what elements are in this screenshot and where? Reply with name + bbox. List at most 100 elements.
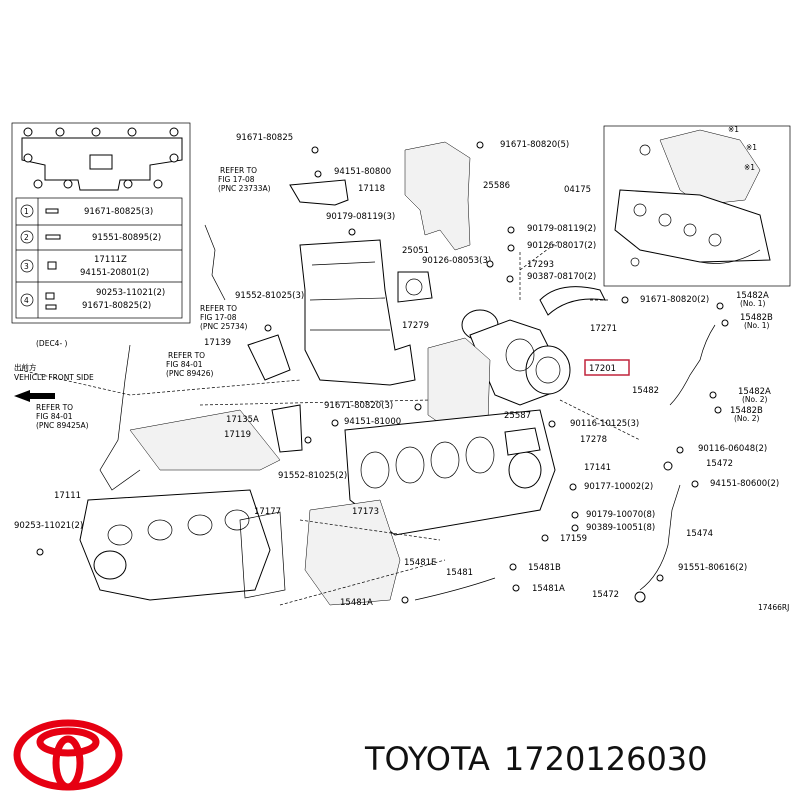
engine-block-17173	[304, 499, 401, 606]
label-17135A: 17135A	[226, 415, 259, 425]
label-15482B-2: 15482B	[730, 406, 763, 416]
inset-left: 1 2 3 4 91671-80825(3) 91551-80895(2) 17…	[11, 122, 191, 324]
inset-num-3: 3	[24, 262, 29, 271]
part-number: 1720126030	[503, 740, 708, 778]
label-90116-06048-2: 90116-06048(2)	[698, 444, 767, 454]
label-dec4: (DEC4- )	[36, 339, 68, 348]
label-star1-a: ※1	[728, 125, 739, 134]
sensor-wire-left	[99, 344, 141, 491]
label-15472: 15472	[706, 459, 733, 469]
label-15481A: 15481A	[532, 584, 565, 594]
label-17271: 17271	[590, 324, 617, 334]
exhaust-manifold-17141	[344, 409, 556, 536]
label-17201: 17201	[589, 364, 616, 374]
label-17118: 17118	[358, 184, 385, 194]
label-90389-10051-8: 90389-10051(8)	[586, 523, 655, 533]
label-17111: 17111	[54, 491, 81, 501]
label-star1-b: ※1	[746, 143, 757, 152]
brand-part-number: TOYOTA 1720126030	[365, 740, 722, 778]
highlight-box-17201	[584, 359, 630, 376]
label-15482A-1: 15482A	[736, 291, 769, 301]
labels: 91671-80825 91671-80820(5) 94151-80800 1…	[14, 133, 789, 612]
label-25587: 25587	[504, 411, 531, 421]
inset-part-3: 94151-20801(2)	[80, 268, 149, 278]
label-90387-08170-2: 90387-08170(2)	[527, 272, 596, 282]
label-refer-1708c: (PNC 23733A)	[218, 184, 271, 193]
label-15472-b: 15472	[592, 590, 619, 600]
oil-pipe-15481	[414, 577, 496, 601]
label-star1-c: ※1	[744, 163, 755, 172]
oil-pipe-15474	[639, 484, 681, 591]
gasket-17278	[504, 427, 541, 456]
label-refer-8401-2c: (PNC 89425A)	[36, 421, 89, 430]
brand-name: TOYOTA	[365, 740, 490, 778]
label-front-en: VEHICLE FRONT SIDE	[14, 373, 94, 382]
catalytic-converter-25051	[299, 239, 416, 386]
label-refer-1708b: FIG 17-08	[218, 175, 255, 184]
label-15482: 15482	[632, 386, 659, 396]
oil-pipe-15482	[669, 324, 716, 406]
label-refer-1708-2b: FIG 17-08	[200, 313, 237, 322]
fasteners	[36, 141, 729, 604]
label-90126-08017-2: 90126-08017(2)	[527, 241, 596, 251]
toyota-logo-icon	[13, 719, 123, 791]
label-refer-8401-2b: FIG 84-01	[36, 412, 73, 421]
label-91551-80616-2: 91551-80616(2)	[678, 563, 747, 573]
label-91671-80825: 91671-80825	[236, 133, 293, 143]
inset-num-1: 1	[24, 207, 29, 216]
gasket-17177	[239, 511, 286, 599]
label-25586: 25586	[483, 181, 510, 191]
label-91671-80820-3: 91671-80820(3)	[324, 401, 393, 411]
label-91671-80820-2: 91671-80820(2)	[640, 295, 709, 305]
label-17173: 17173	[352, 507, 379, 517]
label-15481: 15481	[446, 568, 473, 578]
label-17279: 17279	[402, 321, 429, 331]
insulator-17135A	[129, 409, 281, 471]
label-90179-08119-3: 90179-08119(3)	[326, 212, 395, 222]
inset-part-1: 91671-80825(3)	[84, 207, 153, 217]
label-91552-81025-2: 91552-81025(2)	[278, 471, 347, 481]
label-15482A-2n: (No. 2)	[742, 395, 768, 404]
inset-part-2: 91551-80895(2)	[92, 233, 161, 243]
label-refer-8401-2: REFER TO	[36, 403, 73, 412]
label-15474: 15474	[686, 529, 713, 539]
label-17139: 17139	[204, 338, 231, 348]
label-fig-code: 17466RJ	[758, 603, 789, 612]
label-25051: 25051	[402, 246, 429, 256]
label-refer-1708-2c: (PNC 25734)	[200, 322, 248, 331]
bracket-17119	[271, 404, 303, 453]
label-refer-8401b: FIG 84-01	[166, 360, 203, 369]
label-15482A-2: 15482A	[738, 387, 771, 397]
label-91671-80820-5: 91671-80820(5)	[500, 140, 569, 150]
label-refer-1708-2: REFER TO	[200, 304, 237, 313]
label-15482B-1: 15482B	[740, 313, 773, 323]
label-refer-1708: REFER TO	[220, 166, 257, 175]
label-15482A-1n: (No. 1)	[740, 299, 766, 308]
label-17293: 17293	[527, 260, 554, 270]
heat-insulator-25586	[404, 141, 471, 251]
label-17278: 17278	[580, 435, 607, 445]
inset-num-2: 2	[24, 233, 29, 242]
label-17159: 17159	[560, 534, 587, 544]
label-04175: 04175	[564, 185, 591, 195]
label-94151-80600-2: 94151-80600(2)	[710, 479, 779, 489]
label-front-jp: 出前方	[14, 362, 37, 372]
label-90177-10002-2: 90177-10002(2)	[584, 482, 653, 492]
label-15482B-2n: (No. 2)	[734, 414, 760, 423]
parts-diagram: 1 2 3 4 91671-80825(3) 91551-80895(2) 17…	[11, 122, 791, 612]
label-90179-08119-2: 90179-08119(2)	[527, 224, 596, 234]
label-15481B: 15481B	[528, 563, 561, 573]
bracket-17118	[289, 179, 349, 206]
label-15481A-b: 15481A	[340, 598, 373, 608]
label-17119: 17119	[224, 430, 251, 440]
label-17141: 17141	[584, 463, 611, 473]
intake-manifold-17111	[79, 489, 271, 601]
label-15481E: 15481E	[404, 558, 436, 568]
bracket-17139	[247, 334, 291, 381]
label-94151-81000: 94151-81000	[344, 417, 401, 427]
label-90253-11021-2: 90253-11021(2)	[14, 521, 83, 531]
gasket-17279	[397, 271, 433, 303]
label-90179-10070-8: 90179-10070(8)	[586, 510, 655, 520]
inset-part-5: 91671-80825(2)	[82, 301, 151, 311]
label-15482B-1n: (No. 1)	[744, 321, 770, 330]
